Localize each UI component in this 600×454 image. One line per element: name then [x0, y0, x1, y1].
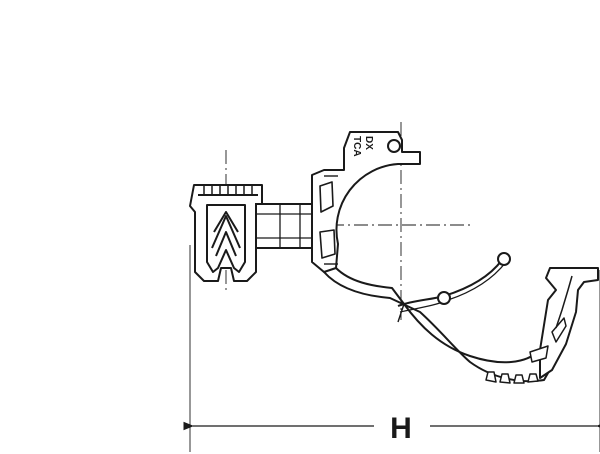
lower-jaw-slot [551, 317, 567, 343]
strap-ball-mid [437, 291, 451, 305]
band-serrations [485, 371, 539, 384]
clip-inner-slot [206, 204, 246, 273]
part-marking-dx: DX [363, 136, 374, 150]
clamp-lower-jaw [539, 267, 599, 379]
neck-body [255, 203, 317, 249]
clip-serrations [203, 186, 253, 195]
clamp-band-outer [323, 271, 553, 383]
clip-chevron-inner [215, 231, 237, 257]
fixing-clip [189, 184, 263, 282]
hinge-pin-circle [387, 139, 401, 153]
extension-lines [189, 245, 600, 452]
clamp-body: DX TCA [311, 131, 599, 384]
dimension-label: H [390, 412, 412, 445]
strap-line-2 [399, 261, 507, 313]
clip-chevron-mid [213, 211, 239, 233]
clamp-band-inner [335, 267, 541, 364]
strap-ball-end [497, 252, 511, 266]
part-marking-tca: TCA [351, 136, 362, 157]
neck [255, 203, 317, 249]
lower-jaw-hook [555, 275, 573, 329]
slot-lower [319, 229, 336, 259]
lower-jaw-slot-2 [529, 345, 549, 363]
locking-strap [397, 252, 511, 323]
clip-chevron-outer [211, 215, 241, 249]
slot-upper [319, 181, 334, 213]
